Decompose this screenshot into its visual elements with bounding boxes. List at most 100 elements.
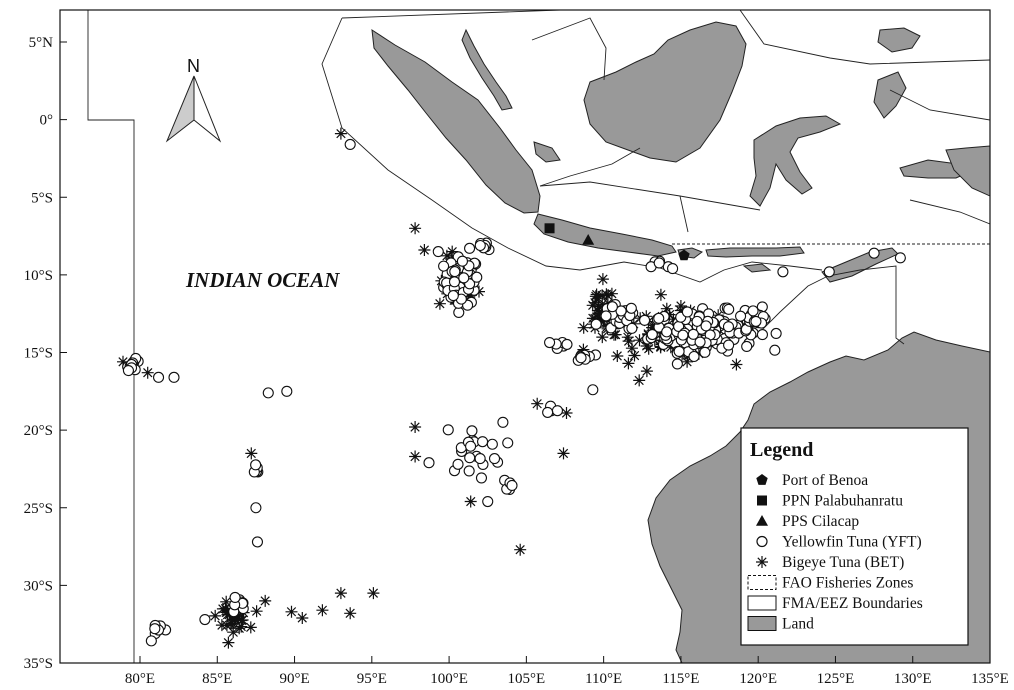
ppn-palabuhanratu-marker — [544, 223, 555, 234]
bigeye-tuna-marker — [586, 299, 599, 312]
x-tick-label: 125°E — [817, 671, 855, 687]
yellowfin-tuna-marker — [700, 320, 712, 332]
bigeye-tuna-marker — [660, 302, 673, 315]
bigeye-tuna-marker — [250, 605, 263, 618]
yellowfin-tuna-marker — [438, 260, 450, 272]
bigeye-tuna-marker — [228, 613, 241, 626]
yellowfin-tuna-marker — [432, 246, 444, 258]
port-markers — [544, 223, 690, 261]
yellowfin-tuna-marker — [544, 336, 556, 349]
yellowfin-tuna-marker — [464, 242, 476, 254]
bigeye-tuna-marker — [440, 249, 453, 262]
bigeye-tuna-marker — [245, 447, 258, 460]
yellowfin-tuna-marker — [502, 437, 514, 449]
legend-symbol-pentagon — [756, 474, 768, 485]
y-axis-ticks: 5°N0°5°S10°S15°S20°S25°S30°S35°S — [24, 35, 67, 672]
bigeye-tuna-marker — [409, 421, 422, 433]
yellowfin-tuna-marker — [447, 290, 459, 302]
bigeye-tuna-marker — [592, 300, 605, 313]
fao-boundary-75 — [87, 10, 135, 663]
x-tick-label: 135°E — [971, 671, 1009, 687]
bigeye-tuna-marker — [222, 636, 235, 649]
land-new-guinea — [945, 145, 990, 197]
land-sulawesi — [749, 115, 842, 207]
legend-item-label: PPN Palabuhanratu — [782, 493, 903, 510]
bigeye-tuna-marker — [221, 608, 234, 621]
bigeye-tuna-marker — [464, 495, 477, 508]
yellowfin-tuna-marker — [735, 310, 747, 322]
legend-item-label: Bigeye Tuna (BET) — [782, 554, 904, 571]
yellowfin-tuna-marker — [477, 436, 489, 448]
bigeye-tuna-marker — [622, 357, 635, 370]
bigeye-tuna-marker — [220, 619, 233, 632]
yellowfin-tuna-marker — [667, 263, 679, 275]
bigeye-tuna-marker — [531, 397, 544, 410]
legend-item-label: Port of Benoa — [782, 472, 868, 489]
yellowfin-tuna-marker — [894, 252, 906, 264]
yellowfin-tuna-marker — [458, 272, 470, 284]
legend-symbol-dashed-box — [747, 575, 777, 590]
port-of-benoa-marker — [678, 249, 690, 261]
yellowfin-tuna-marker — [475, 472, 488, 484]
yellowfin-tuna-marker — [691, 315, 703, 327]
bigeye-tuna-marker — [209, 609, 222, 622]
yellowfin-tuna-marker — [677, 329, 689, 341]
bigeye-tuna-marker — [409, 222, 422, 235]
fma-eez-boundary-banda — [889, 89, 990, 121]
bigeye-tuna-marker — [514, 543, 527, 556]
yellowfin-tuna-marker — [653, 312, 665, 324]
yellowfin-tuna-marker — [229, 591, 241, 603]
bigeye-tuna-marker — [628, 349, 641, 362]
yellowfin-tuna-marker — [723, 303, 735, 315]
y-tick-label: 10°S — [24, 268, 53, 284]
bigeye-tuna-marker — [681, 355, 694, 368]
yellowfin-tuna-marker — [250, 459, 262, 471]
y-tick-label: 5°N — [29, 35, 53, 51]
y-tick-label: 0° — [40, 113, 54, 129]
bigeye-tuna-marker — [597, 315, 610, 328]
bigeye-tuna-marker — [596, 298, 609, 311]
yellowfin-tuna-marker — [575, 352, 587, 364]
bigeye-tuna-marker — [433, 297, 446, 310]
yellowfin-tuna-marker — [250, 502, 262, 514]
fma-eez-boundary-west — [321, 17, 823, 283]
bigeye-tuna-marker — [596, 273, 609, 286]
bigeye-tuna-marker — [608, 328, 620, 341]
yellowfin-tuna-marker — [497, 416, 509, 428]
yellowfin-tuna-marker — [823, 266, 835, 278]
north-arrow: N — [165, 56, 222, 143]
yellowfin-tuna-marker — [488, 453, 501, 465]
bigeye-tuna-marker — [446, 245, 459, 258]
yellowfin-tuna-marker — [587, 384, 599, 396]
yellowfin-tuna-marker — [681, 306, 693, 318]
x-tick-label: 85°E — [202, 671, 232, 687]
land-bangka — [533, 141, 561, 163]
bigeye-tuna-marker — [226, 614, 239, 627]
bigeye-tuna-marker — [244, 621, 257, 634]
x-tick-label: 105°E — [508, 671, 546, 687]
yellowfin-tuna-marker — [281, 385, 293, 397]
bigeye-tuna-marker — [316, 604, 329, 617]
yellowfin-tuna-marker — [442, 424, 454, 436]
bigeye-tuna-marker — [409, 450, 422, 463]
bigeye-tuna-marker — [596, 289, 609, 302]
yellowfin-tuna-marker — [466, 425, 478, 437]
yellowfin-tuna-marker — [723, 339, 735, 351]
bigeye-tuna-marker — [560, 407, 573, 419]
legend-symbol-circle — [756, 535, 768, 548]
bigeye-tuna-marker — [611, 350, 624, 362]
bigeye-tuna-marker — [633, 374, 646, 387]
yellowfin-tuna-marker — [741, 340, 753, 353]
fma-eez-boundary-sumatra — [539, 147, 641, 187]
land-malay-peninsula — [461, 28, 513, 111]
yellowfin-tuna-marker — [646, 328, 658, 341]
yellowfin-tuna-marker — [474, 239, 486, 252]
bigeye-tuna-marker — [418, 244, 431, 256]
legend-symbol-empty-box — [747, 595, 777, 611]
bigeye-tuna-marker — [465, 289, 477, 302]
yellowfin-tuna-marker — [542, 406, 554, 418]
fma-eez-boundary-pacific — [739, 10, 990, 65]
x-tick-label: 100°E — [430, 671, 468, 687]
